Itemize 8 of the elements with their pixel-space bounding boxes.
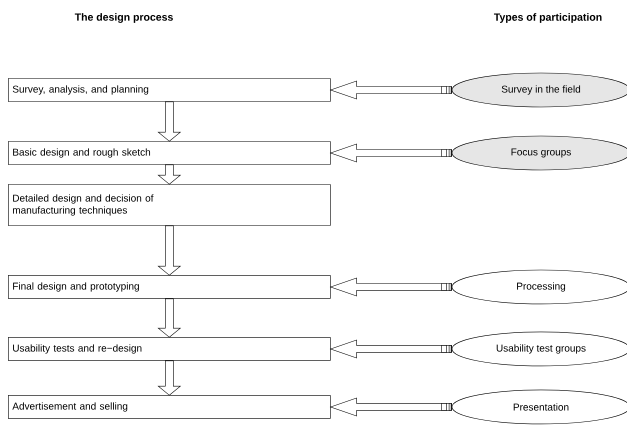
column-heading: The design process xyxy=(74,13,173,23)
process-box: Detailed design and decision of manufacturing techniques xyxy=(8,184,331,226)
process-box: Final design and prototyping xyxy=(8,275,331,299)
process-box: Advertisement and selling xyxy=(8,395,331,419)
process-box: Usability tests and re−design xyxy=(8,337,331,361)
process-box: Survey, analysis, and planning xyxy=(8,78,331,102)
column-heading: Types of participation xyxy=(494,13,602,23)
process-box: Basic design and rough sketch xyxy=(8,141,331,165)
